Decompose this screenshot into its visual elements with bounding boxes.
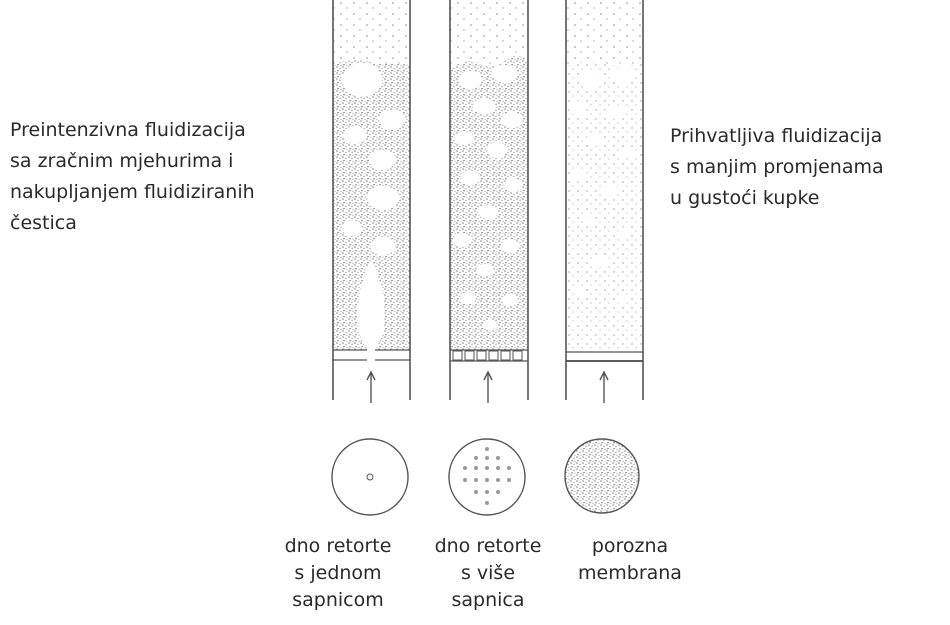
- freeboard-zone: [333, 0, 410, 64]
- bubble: [583, 217, 597, 227]
- bubble: [586, 134, 604, 146]
- bubble: [483, 320, 497, 330]
- bubble: [369, 150, 395, 170]
- bubble: [453, 233, 471, 247]
- column-porous-membrane: [566, 0, 643, 403]
- caption-porous-membrane: porozna membrana: [565, 533, 695, 587]
- bubble: [492, 65, 518, 83]
- bubble: [612, 68, 634, 84]
- freeboard-zone: [566, 0, 643, 66]
- bubble: [473, 98, 495, 114]
- caption-single-nozzle: dno retorte s jednom sapnicom: [268, 533, 408, 614]
- nozzle-hole: [367, 474, 373, 480]
- caption-line: sapnicom: [268, 587, 408, 614]
- bubble: [618, 227, 632, 237]
- plate-multi-nozzle: [449, 439, 525, 515]
- bubble: [458, 71, 482, 89]
- bubble: [604, 184, 620, 196]
- caption-line: s jednom: [268, 560, 408, 587]
- bubble: [371, 237, 395, 255]
- bubble: [343, 126, 367, 144]
- bubble: [594, 257, 606, 267]
- bubble: [379, 110, 405, 130]
- bubble: [579, 72, 601, 88]
- bubble: [605, 105, 625, 119]
- nozzle-row: [453, 351, 522, 360]
- bubble: [367, 186, 399, 210]
- bubble: [572, 170, 588, 182]
- bubble: [460, 292, 476, 304]
- nozzle-opening: [367, 349, 375, 361]
- bubble: [476, 264, 494, 276]
- bubble: [501, 239, 519, 253]
- bubble: [487, 142, 507, 158]
- caption-line: dno retorte: [418, 533, 558, 560]
- bubble: [616, 296, 628, 304]
- bubble: [342, 220, 362, 236]
- caption-line: porozna: [565, 533, 695, 560]
- caption-multi-nozzle: dno retorte s više sapnica: [418, 533, 558, 614]
- bubble: [574, 288, 586, 296]
- caption-line: membrana: [565, 560, 695, 587]
- bubble: [478, 205, 498, 219]
- bubble: [569, 101, 587, 115]
- bubble: [501, 112, 523, 128]
- bubble: [455, 131, 473, 145]
- column-multi-nozzle: [450, 0, 528, 403]
- plate-single-nozzle: [332, 439, 408, 515]
- plate-porous-membrane: [565, 439, 639, 513]
- bubble: [504, 178, 522, 192]
- caption-line: dno retorte: [268, 533, 408, 560]
- bubble: [620, 146, 636, 158]
- bubble: [342, 63, 382, 97]
- bubble: [460, 171, 480, 185]
- column-single-nozzle: [333, 0, 410, 403]
- caption-line: s više: [418, 560, 558, 587]
- caption-line: sapnica: [418, 587, 558, 614]
- bubble: [502, 294, 518, 306]
